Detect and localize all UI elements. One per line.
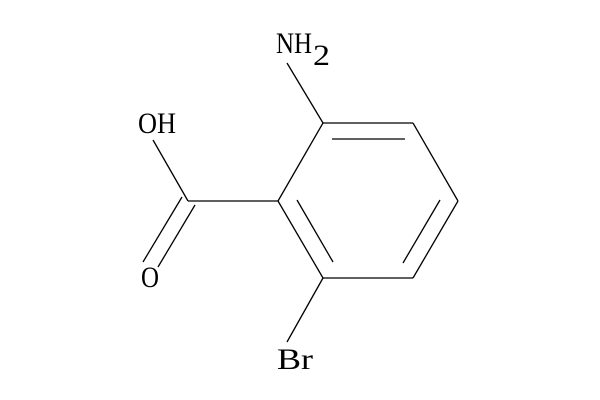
bromo-group: Br bbox=[277, 277, 324, 376]
ring-bond bbox=[412, 122, 459, 202]
c-o-double-bond bbox=[157, 204, 196, 268]
amine-label: NH bbox=[276, 27, 312, 60]
c-o-double-bond bbox=[142, 196, 183, 263]
amine-group: NH 2 bbox=[276, 27, 330, 124]
ring-inner-double-bond bbox=[402, 199, 441, 264]
ring-bond bbox=[412, 200, 459, 279]
carbonyl-oxygen-label: O bbox=[141, 261, 159, 294]
c-oh-bond bbox=[152, 139, 189, 202]
carboxyl-group: OH O bbox=[138, 107, 278, 294]
ring-inner-double-bond bbox=[296, 199, 334, 263]
ring-bond bbox=[277, 200, 324, 279]
amine-subscript: 2 bbox=[313, 39, 330, 72]
ring-to-bromine-bond bbox=[286, 277, 324, 343]
bromine-label: Br bbox=[277, 343, 313, 376]
ring-to-amine-bond bbox=[286, 62, 324, 124]
hydroxyl-label: OH bbox=[138, 107, 176, 140]
ring-bond bbox=[277, 122, 324, 202]
benzene-ring bbox=[277, 122, 459, 279]
